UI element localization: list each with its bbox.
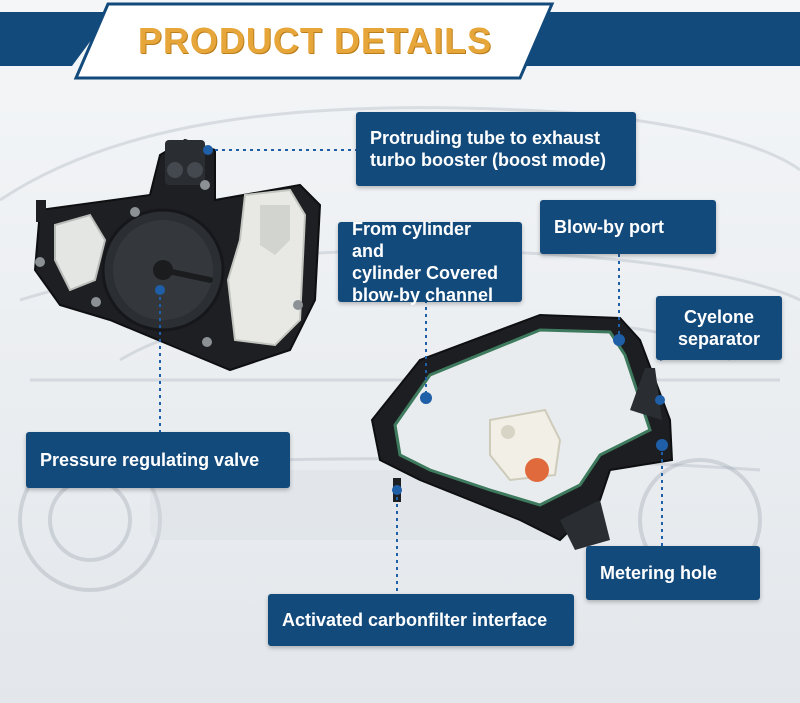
callout-cyclone-separator-line1: Cyelone (683, 307, 755, 327)
callout-protruding-tube: Protruding tube to exhaust turbo booster… (356, 112, 636, 186)
callout-cylinder-channel-line3: blow-by channel (352, 285, 494, 305)
callout-blow-by-port-line1: Blow-by port (554, 217, 664, 237)
callout-pressure-valve-line1: Pressure regulating valve (40, 450, 260, 470)
callout-carbon-filter: Activated carbonfilter interface (268, 594, 574, 646)
callout-cyclone-separator: Cyelone separator (656, 296, 782, 360)
callout-protruding-tube-line1: Protruding tube to exhaust (370, 128, 601, 148)
callout-cyclone-separator-line2: separator (677, 329, 761, 349)
callout-cylinder-channel-line2: cylinder Covered (352, 263, 499, 283)
page-title: PRODUCT DETAILS (137, 20, 493, 61)
callout-cylinder-channel: From cylinder and cylinder Covered blow-… (338, 219, 522, 305)
callout-cylinder-channel-line1: From cylinder and (352, 219, 472, 261)
callout-metering-hole-line1: Metering hole (600, 563, 718, 583)
callout-protruding-tube-line2: turbo booster (boost mode) (370, 150, 606, 170)
callout-pressure-valve: Pressure regulating valve (26, 432, 290, 488)
callout-metering-hole: Metering hole (586, 546, 760, 600)
callout-blow-by-port: Blow-by port (540, 200, 716, 254)
header-banner (0, 2, 800, 80)
callout-carbon-filter-line1: Activated carbonfilter interface (282, 610, 548, 630)
